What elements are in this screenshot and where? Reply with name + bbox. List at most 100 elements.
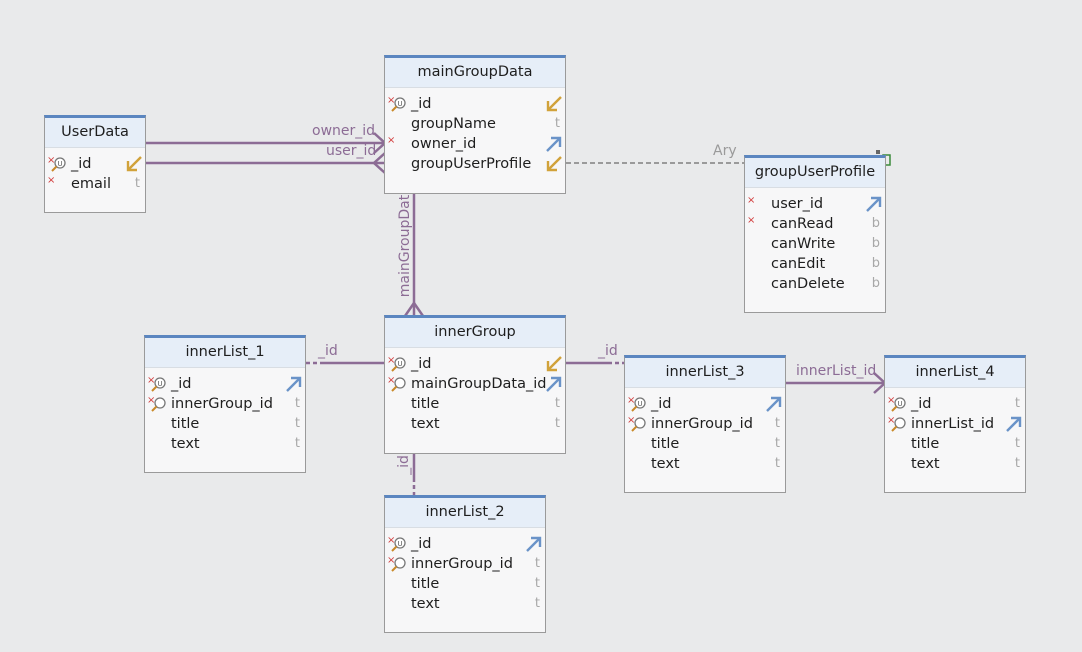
column-row-groupuserprofile[interactable]: groupUserProfile: [385, 154, 565, 174]
column-name: groupUserProfile: [411, 156, 532, 172]
column-name: owner_id: [411, 136, 477, 152]
primary-key-icon: U: [51, 157, 66, 172]
table-title: innerList_2: [385, 498, 545, 528]
column-name: innerList_id: [911, 416, 995, 432]
column-name: canWrite: [771, 236, 836, 252]
column-type: t: [1014, 436, 1020, 451]
column-row-title[interactable]: title t: [885, 434, 1025, 454]
required-marker: ×: [47, 155, 56, 166]
column-row-id[interactable]: ×U_id: [145, 374, 305, 394]
column-name: title: [171, 416, 200, 432]
column-row-owner-id[interactable]: ×owner_id: [385, 134, 565, 154]
column-row-user-id[interactable]: ×user_id: [745, 194, 885, 214]
incoming-reference-icon: [125, 155, 143, 173]
index-key-icon: [391, 377, 406, 392]
primary-key-icon: U: [391, 357, 406, 372]
primary-key-icon: U: [151, 377, 166, 392]
column-row-id[interactable]: ×U_id: [45, 154, 145, 174]
column-row-id[interactable]: ×U_id: [385, 534, 545, 554]
incoming-reference-icon: [545, 355, 563, 373]
column-type: t: [294, 436, 300, 451]
incoming-reference-icon: [545, 155, 563, 173]
link-label-innerlist4: innerList_id: [796, 363, 877, 379]
column-name: innerGroup_id: [651, 416, 753, 432]
link-label-maingroupdata: mainGroupDat: [397, 194, 413, 298]
column-name: email: [71, 176, 111, 192]
column-name: mainGroupData_id: [411, 376, 547, 392]
required-marker: ×: [627, 415, 636, 426]
column-row-maingroupdata-id[interactable]: ×mainGroupData_id: [385, 374, 565, 394]
relation-user-id[interactable]: [146, 152, 386, 174]
link-label-innerlist3-id: _id: [598, 343, 618, 359]
primary-key-icon: U: [631, 397, 646, 412]
column-type: t: [1014, 396, 1020, 411]
column-type: t: [134, 176, 140, 191]
column-name: _id: [411, 96, 432, 112]
table-title: innerList_1: [145, 338, 305, 368]
link-label-innerlist2-id: _id: [396, 455, 412, 475]
index-key-icon: [891, 417, 906, 432]
column-name: title: [911, 436, 940, 452]
table-title: innerGroup: [385, 318, 565, 348]
incoming-reference-icon: [545, 95, 563, 113]
column-name: title: [411, 396, 440, 412]
column-name: innerGroup_id: [411, 556, 513, 572]
column-name: title: [411, 576, 440, 592]
outgoing-reference-icon: [865, 195, 883, 213]
svg-text:U: U: [57, 160, 62, 168]
column-type: b: [871, 216, 880, 231]
required-marker: ×: [387, 535, 396, 546]
required-marker: ×: [887, 395, 896, 406]
outgoing-reference-icon: [545, 375, 563, 393]
column-row-id[interactable]: ×U_id: [625, 394, 785, 414]
column-list: ×U_id× email t: [45, 148, 145, 194]
column-row-id[interactable]: ×U_id: [385, 354, 565, 374]
relation-maingroupdata[interactable]: [403, 194, 425, 317]
table-title: innerList_3: [625, 358, 785, 388]
column-type: t: [1014, 456, 1020, 471]
required-marker: ×: [887, 415, 896, 426]
column-type: t: [534, 596, 540, 611]
column-row-innerlist-id[interactable]: × innerList_id: [885, 414, 1025, 434]
column-type: t: [294, 396, 300, 411]
column-row-id[interactable]: ×U_id: [385, 94, 565, 114]
column-type: b: [871, 236, 880, 251]
column-name: title: [651, 436, 680, 452]
link-label-ary: Ary: [713, 143, 737, 159]
svg-text:U: U: [397, 100, 402, 108]
required-marker: ×: [147, 375, 156, 386]
column-row-canwrite[interactable]: canWrite b: [745, 234, 885, 254]
table-title: groupUserProfile: [745, 158, 885, 188]
